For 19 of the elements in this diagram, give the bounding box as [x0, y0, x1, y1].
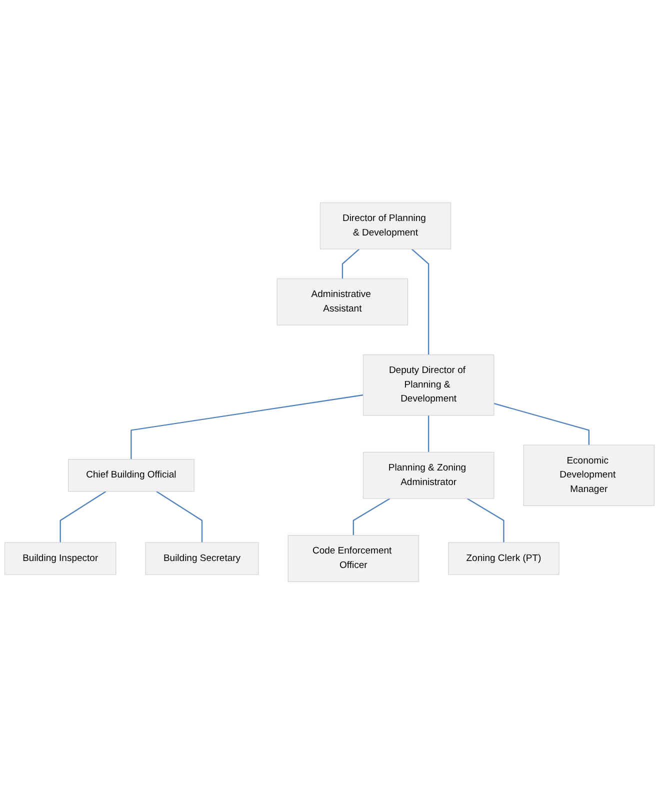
node-box: Economic Development Manager — [523, 445, 655, 506]
node-box: Deputy Director of Planning & Development — [362, 354, 494, 416]
connector — [352, 498, 390, 536]
connector — [428, 416, 430, 452]
node-box: Chief Building Official — [68, 459, 194, 492]
connector — [130, 394, 364, 460]
node-box: Director of Planning & Development — [320, 202, 452, 250]
node-box: Code Enforcement Officer — [288, 535, 420, 582]
connector — [342, 248, 360, 280]
connector — [494, 403, 590, 446]
connector — [411, 248, 430, 356]
connector — [60, 491, 106, 543]
node-box: Planning & Zoning Administrator — [362, 452, 494, 500]
node-box: Zoning Clerk (PT) — [448, 542, 560, 576]
node-box: Building Secretary — [145, 542, 259, 576]
connector — [156, 491, 203, 543]
node-box: Administrative Assistant — [276, 278, 408, 326]
node-box: Building Inspector — [4, 542, 116, 576]
connector — [466, 498, 504, 543]
